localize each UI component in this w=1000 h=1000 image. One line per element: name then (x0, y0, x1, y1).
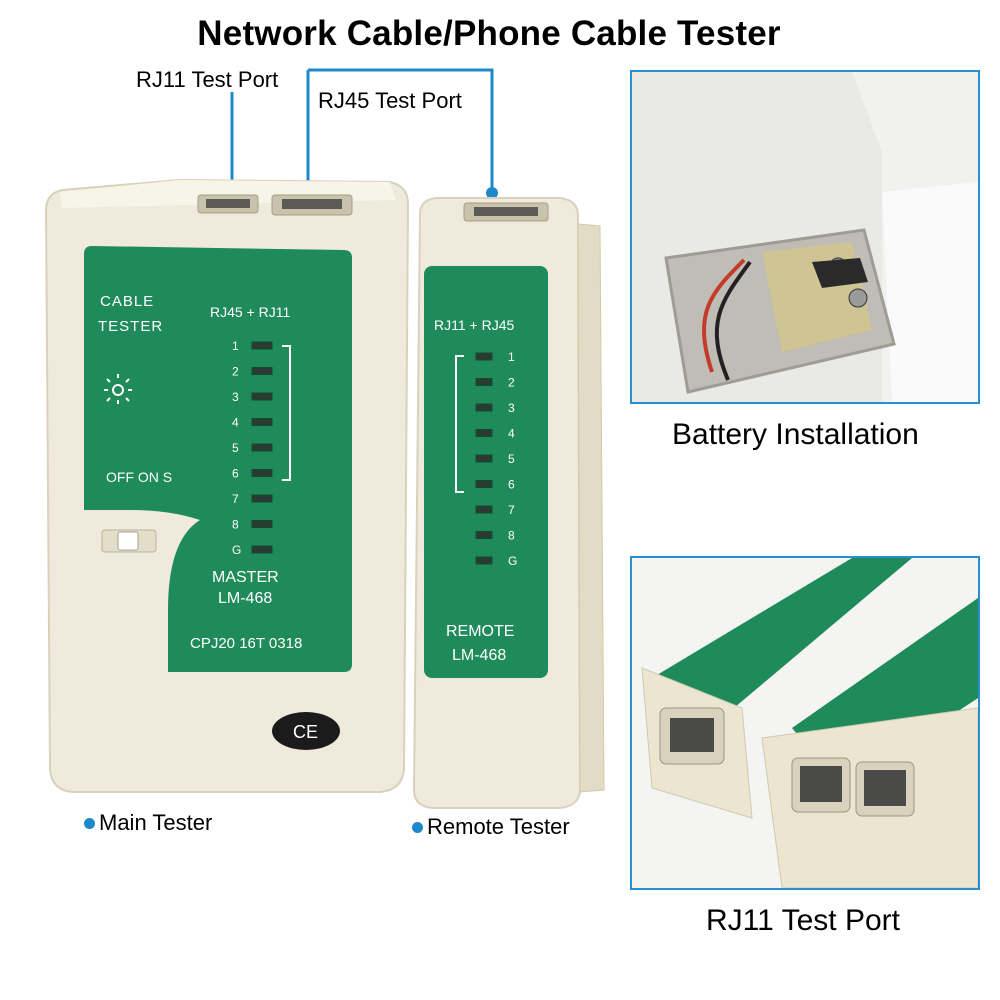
led-label: 6 (232, 467, 239, 481)
main-panel-title-1: CABLE (100, 293, 154, 310)
remote-tester-label: Remote Tester (412, 814, 570, 840)
power-led-icon (104, 374, 132, 404)
rj45-port-callout: RJ45 Test Port (318, 88, 462, 113)
tester-illustration: CABLE TESTER RJ45 + RJ11 OFF ON S 1 2 3 4 5 6… (44, 68, 605, 809)
battery-compartment-image (632, 72, 978, 402)
led-label: 2 (508, 376, 515, 390)
led-label: 8 (232, 518, 239, 532)
main-tester-label-text: Main Tester (99, 810, 213, 835)
led-indicator (251, 341, 273, 350)
led-indicator (475, 454, 493, 463)
led-indicator (475, 352, 493, 361)
rj11-port-callout: RJ11 Test Port (136, 67, 279, 92)
battery-caption: Battery Installation (672, 418, 919, 451)
led-label: G (508, 554, 517, 568)
led-label: 6 (508, 478, 515, 492)
rj11-port-photo (630, 556, 980, 890)
bullet-dot-icon (412, 821, 423, 833)
led-indicator (475, 531, 493, 539)
remote-led-column: 1 2 3 4 5 6 7 8G (475, 350, 517, 568)
led-label: 7 (508, 503, 515, 517)
remote-model-line1: REMOTE (446, 623, 514, 640)
remote-tester-panel: RJ11 + RJ45 1 2 3 4 5 6 7 8G REMOTE LM-468 (424, 266, 548, 678)
svg-text:CE: CE (293, 722, 318, 742)
remote-model-line2: LM-468 (452, 647, 506, 664)
main-model-line2: LM-468 (218, 590, 272, 607)
led-indicator (251, 545, 273, 554)
remote-ports-label: RJ11 + RJ45 (434, 317, 514, 333)
led-indicator (475, 429, 493, 437)
led-indicator (251, 367, 273, 375)
led-label: 8 (508, 529, 515, 543)
main-led-column: 1 2 3 4 5 6 7 8G (232, 339, 273, 557)
remote-tester-label-text: Remote Tester (427, 814, 570, 839)
led-indicator (475, 378, 493, 386)
led-label: 5 (232, 441, 239, 455)
led-label: 7 (232, 492, 239, 506)
led-label: G (232, 543, 241, 557)
led-label: 1 (232, 339, 239, 353)
rj11-port-closeup-image (632, 558, 978, 888)
battery-photo (630, 70, 980, 404)
main-tester-panel: CABLE TESTER RJ45 + RJ11 OFF ON S 1 2 3 4 5 6… (84, 246, 352, 672)
led-label: 4 (508, 427, 515, 441)
led-indicator (251, 392, 273, 401)
led-indicator (251, 418, 273, 426)
bullet-dot-icon (84, 817, 95, 829)
led-indicator (251, 443, 273, 452)
led-indicator (475, 505, 493, 514)
led-label: 5 (508, 452, 515, 466)
led-label: 4 (232, 416, 239, 430)
led-label: 3 (508, 401, 515, 415)
main-panel-title-2: TESTER (98, 318, 163, 335)
led-label: 3 (232, 390, 239, 404)
led-indicator (475, 556, 493, 565)
main-ports-label: RJ45 + RJ11 (210, 304, 290, 320)
power-switch[interactable] (101, 529, 157, 553)
led-indicator (251, 494, 273, 503)
main-serial: CPJ20 16T 0318 (190, 635, 302, 652)
led-indicator (251, 520, 273, 528)
main-tester-label: Main Tester (84, 810, 212, 836)
main-model-line1: MASTER (212, 569, 279, 586)
callout-lines (230, 68, 494, 190)
led-indicator (251, 469, 273, 477)
led-label: 2 (232, 365, 239, 379)
led-indicator (475, 480, 493, 488)
page-title: Network Cable/Phone Cable Tester (197, 14, 781, 53)
led-label: 1 (508, 350, 515, 364)
main-switch-label: OFF ON S (106, 469, 172, 485)
led-indicator (475, 403, 493, 412)
rj11-caption: RJ11 Test Port (706, 904, 900, 937)
ce-mark: CE (272, 712, 340, 750)
